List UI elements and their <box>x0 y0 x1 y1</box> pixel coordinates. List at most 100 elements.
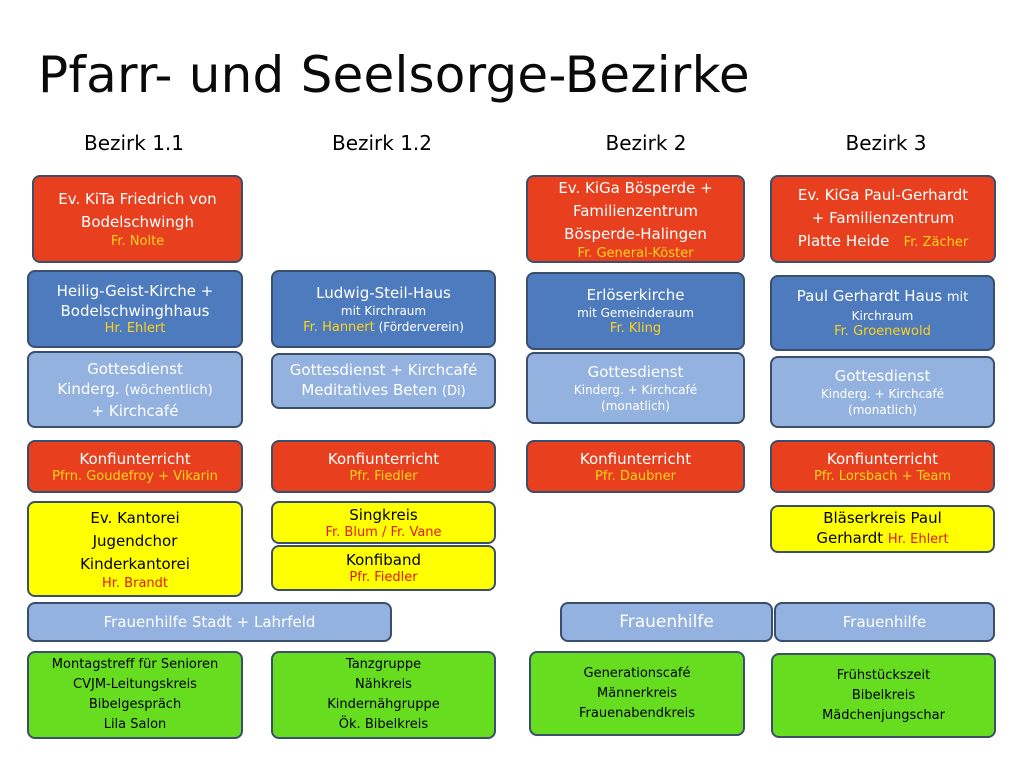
box-line: Heilig-Geist-Kirche + <box>56 282 214 300</box>
contact-person: Fr. Nolte <box>110 234 165 249</box>
contact-person: Hr. Brandt <box>101 575 168 591</box>
kiga-boesperde-box: Ev. KiGa Bösperde + Familienzentrum Bösp… <box>526 175 745 263</box>
contact-person: Fr. Groenewold <box>834 324 931 339</box>
building-name: Paul Gerhardt Haus <box>796 287 943 305</box>
konfiunterricht-box-1-1: Konfiunterricht Pfrn. Goudefroy + Vikari… <box>27 440 243 493</box>
heilig-geist-kirche-box: Heilig-Geist-Kirche + Bodelschwinghhaus … <box>27 270 243 348</box>
frauenhilfe-box-2: Frauenhilfe <box>560 602 773 642</box>
box-line: Ev. KiGa Bösperde + <box>558 178 713 197</box>
box-line: Kinderkantorei <box>80 554 190 573</box>
box-line: Nähkreis <box>355 677 412 692</box>
konfiunterricht-box-3: Konfiunterricht Pfr. Lorsbach + Team <box>770 440 995 493</box>
box-line: Paul Gerhardt Haus mit <box>797 286 968 308</box>
frauenhilfe-stadt-box: Frauenhilfe Stadt + Lahrfeld <box>27 602 392 642</box>
box-line: Bibelkreis <box>851 687 916 703</box>
box-line: Fr. Hannert (Förderverein) <box>303 319 464 336</box>
box-line: Ludwig-Steil-Haus <box>316 283 451 302</box>
column-heading-bezirk-3: Bezirk 3 <box>845 131 927 155</box>
blaeserkreis-box: Bläserkreis Paul Gerhardt Hr. Ehlert <box>770 505 995 553</box>
box-line: Erlöserkirche <box>586 286 685 304</box>
box-line: + Kirchcafé <box>91 401 179 420</box>
kiga-paul-gerhardt-box: Ev. KiGa Paul-Gerhardt + Familienzentrum… <box>770 175 996 263</box>
gottesdienst-box-1-2: Gottesdienst + Kirchcafé Meditatives Bet… <box>271 353 496 409</box>
box-line: Konfiunterricht <box>826 449 939 468</box>
box-line: Männerkreis <box>597 685 677 701</box>
box-line: Kinderg. + Kirchcafé <box>820 387 945 401</box>
box-line: Jugendchor <box>92 531 178 550</box>
box-line: Frauenabendkreis <box>579 705 695 721</box>
box-line: Platte Heide Fr. Zächer <box>798 230 968 254</box>
note: (Förderverein) <box>378 319 464 334</box>
box-line: (monatlich) <box>601 399 670 413</box>
box-line: Gottesdienst <box>87 359 183 378</box>
box-line: Kinderg. (wöchentlich) <box>57 379 212 401</box>
gottesdienst-box-3: Gottesdienst Kinderg. + Kirchcafé (monat… <box>770 356 995 428</box>
contact-person: Pfr. Daubner <box>595 468 676 484</box>
box-line: + Familienzentrum <box>811 209 955 227</box>
box-line: Gottesdienst + Kirchcafé <box>289 361 478 379</box>
box-line: Konfiunterricht <box>79 449 191 468</box>
box-line: Konfiband <box>346 551 421 569</box>
contact-person: Fr. Blum / Fr. Vane <box>325 524 442 540</box>
location-name: Platte Heide <box>797 232 890 250</box>
box-line: Generationscafé <box>583 665 691 681</box>
column-heading-bezirk-1-2: Bezirk 1.2 <box>331 131 433 155</box>
box-line: Ev. Kantorei <box>90 508 180 527</box>
page-title: Pfarr- und Seelsorge-Bezirke <box>38 46 750 104</box>
box-line: Tanzgruppe <box>345 657 422 672</box>
box-line: Frauenhilfe Stadt + Lahrfeld <box>103 613 316 631</box>
box-line: mit Gemeinderaum <box>577 306 694 320</box>
contact-person: Fr. Zächer <box>903 235 969 250</box>
erloeserkirche-box: Erlöserkirche mit Gemeinderaum Fr. Kling <box>526 272 745 350</box>
box-line: Kindernähgruppe <box>327 697 440 712</box>
konfiunterricht-box-2: Konfiunterricht Pfr. Daubner <box>526 440 745 493</box>
box-line: CVJM-Leitungskreis <box>73 677 197 692</box>
box-line: Kirchraum <box>851 309 914 323</box>
frauenhilfe-box-3: Frauenhilfe <box>774 602 995 642</box>
box-line: Ev. KiGa Paul-Gerhardt <box>797 186 969 204</box>
box-line: (monatlich) <box>848 403 917 417</box>
contact-person: Fr. Kling <box>609 321 662 336</box>
box-line: Lila Salon <box>103 717 167 732</box>
box-line: Ök. Bibelkreis <box>338 717 429 732</box>
contact-person: Fr. General-Köster <box>577 245 694 261</box>
contact-person: Pfr. Lorsbach + Team <box>813 468 952 484</box>
konfiunterricht-box-1-2: Konfiunterricht Pfr. Fiedler <box>271 440 496 493</box>
box-word: (wöchentlich) <box>124 382 213 398</box>
box-line: Bläserkreis Paul <box>823 509 942 527</box>
box-line: Bodelschwinghhaus <box>60 302 210 320</box>
box-word: mit <box>946 290 969 305</box>
box-line: Bodelschwingh <box>81 213 194 231</box>
box-line: Gottesdienst <box>834 367 931 385</box>
paul-gerhardt-haus-box: Paul Gerhardt Haus mit Kirchraum Fr. Gro… <box>770 275 995 351</box>
box-line: Ev. KiTa Friedrich von <box>58 190 217 208</box>
column-heading-bezirk-1-1: Bezirk 1.1 <box>83 131 185 155</box>
column-heading-bezirk-2: Bezirk 2 <box>605 131 687 155</box>
box-line: Mädchenjungschar <box>822 707 945 723</box>
box-line: Singkreis <box>349 505 418 524</box>
gruppen-box-1-1: Montagstreff für Senioren CVJM-Leitungsk… <box>27 651 243 739</box>
contact-person: Hr. Ehlert <box>104 321 166 336</box>
gottesdienst-box-2: Gottesdienst Kinderg. + Kirchcafé (monat… <box>526 352 745 424</box>
contact-person: Fr. Hannert <box>303 319 375 335</box>
box-line: Bibelgespräch <box>88 697 182 712</box>
box-line: Frauenhilfe <box>619 612 714 632</box>
box-word: Kinderg. <box>57 379 120 398</box>
gruppen-box-3: Frühstückszeit Bibelkreis Mädchenjungsch… <box>771 653 996 738</box>
box-line: Frühstückszeit <box>836 667 931 683</box>
ludwig-steil-haus-box: Ludwig-Steil-Haus mit Kirchraum Fr. Hann… <box>271 270 496 348</box>
konfiband-box: Konfiband Pfr. Fiedler <box>271 545 496 591</box>
gruppen-box-2: Generationscafé Männerkreis Frauenabendk… <box>529 651 745 736</box>
box-line: Konfiunterricht <box>327 449 440 468</box>
contact-person: Pfrn. Goudefroy + Vikarin <box>52 468 218 484</box>
gruppen-box-1-2: Tanzgruppe Nähkreis Kindernähgruppe Ök. … <box>271 651 496 739</box>
box-line: Familienzentrum <box>572 201 699 220</box>
box-line: Konfiunterricht <box>579 449 692 468</box>
box-word: Gerhardt <box>816 529 884 547</box>
kita-bodelschwingh-box: Ev. KiTa Friedrich von Bodelschwingh Fr.… <box>32 175 243 263</box>
contact-person: Pfr. Fiedler <box>349 468 418 484</box>
contact-person: Hr. Ehlert <box>887 532 949 547</box>
box-line: Kinderg. + Kirchcafé <box>573 383 698 397</box>
box-line: mit Kirchraum <box>340 303 427 318</box>
